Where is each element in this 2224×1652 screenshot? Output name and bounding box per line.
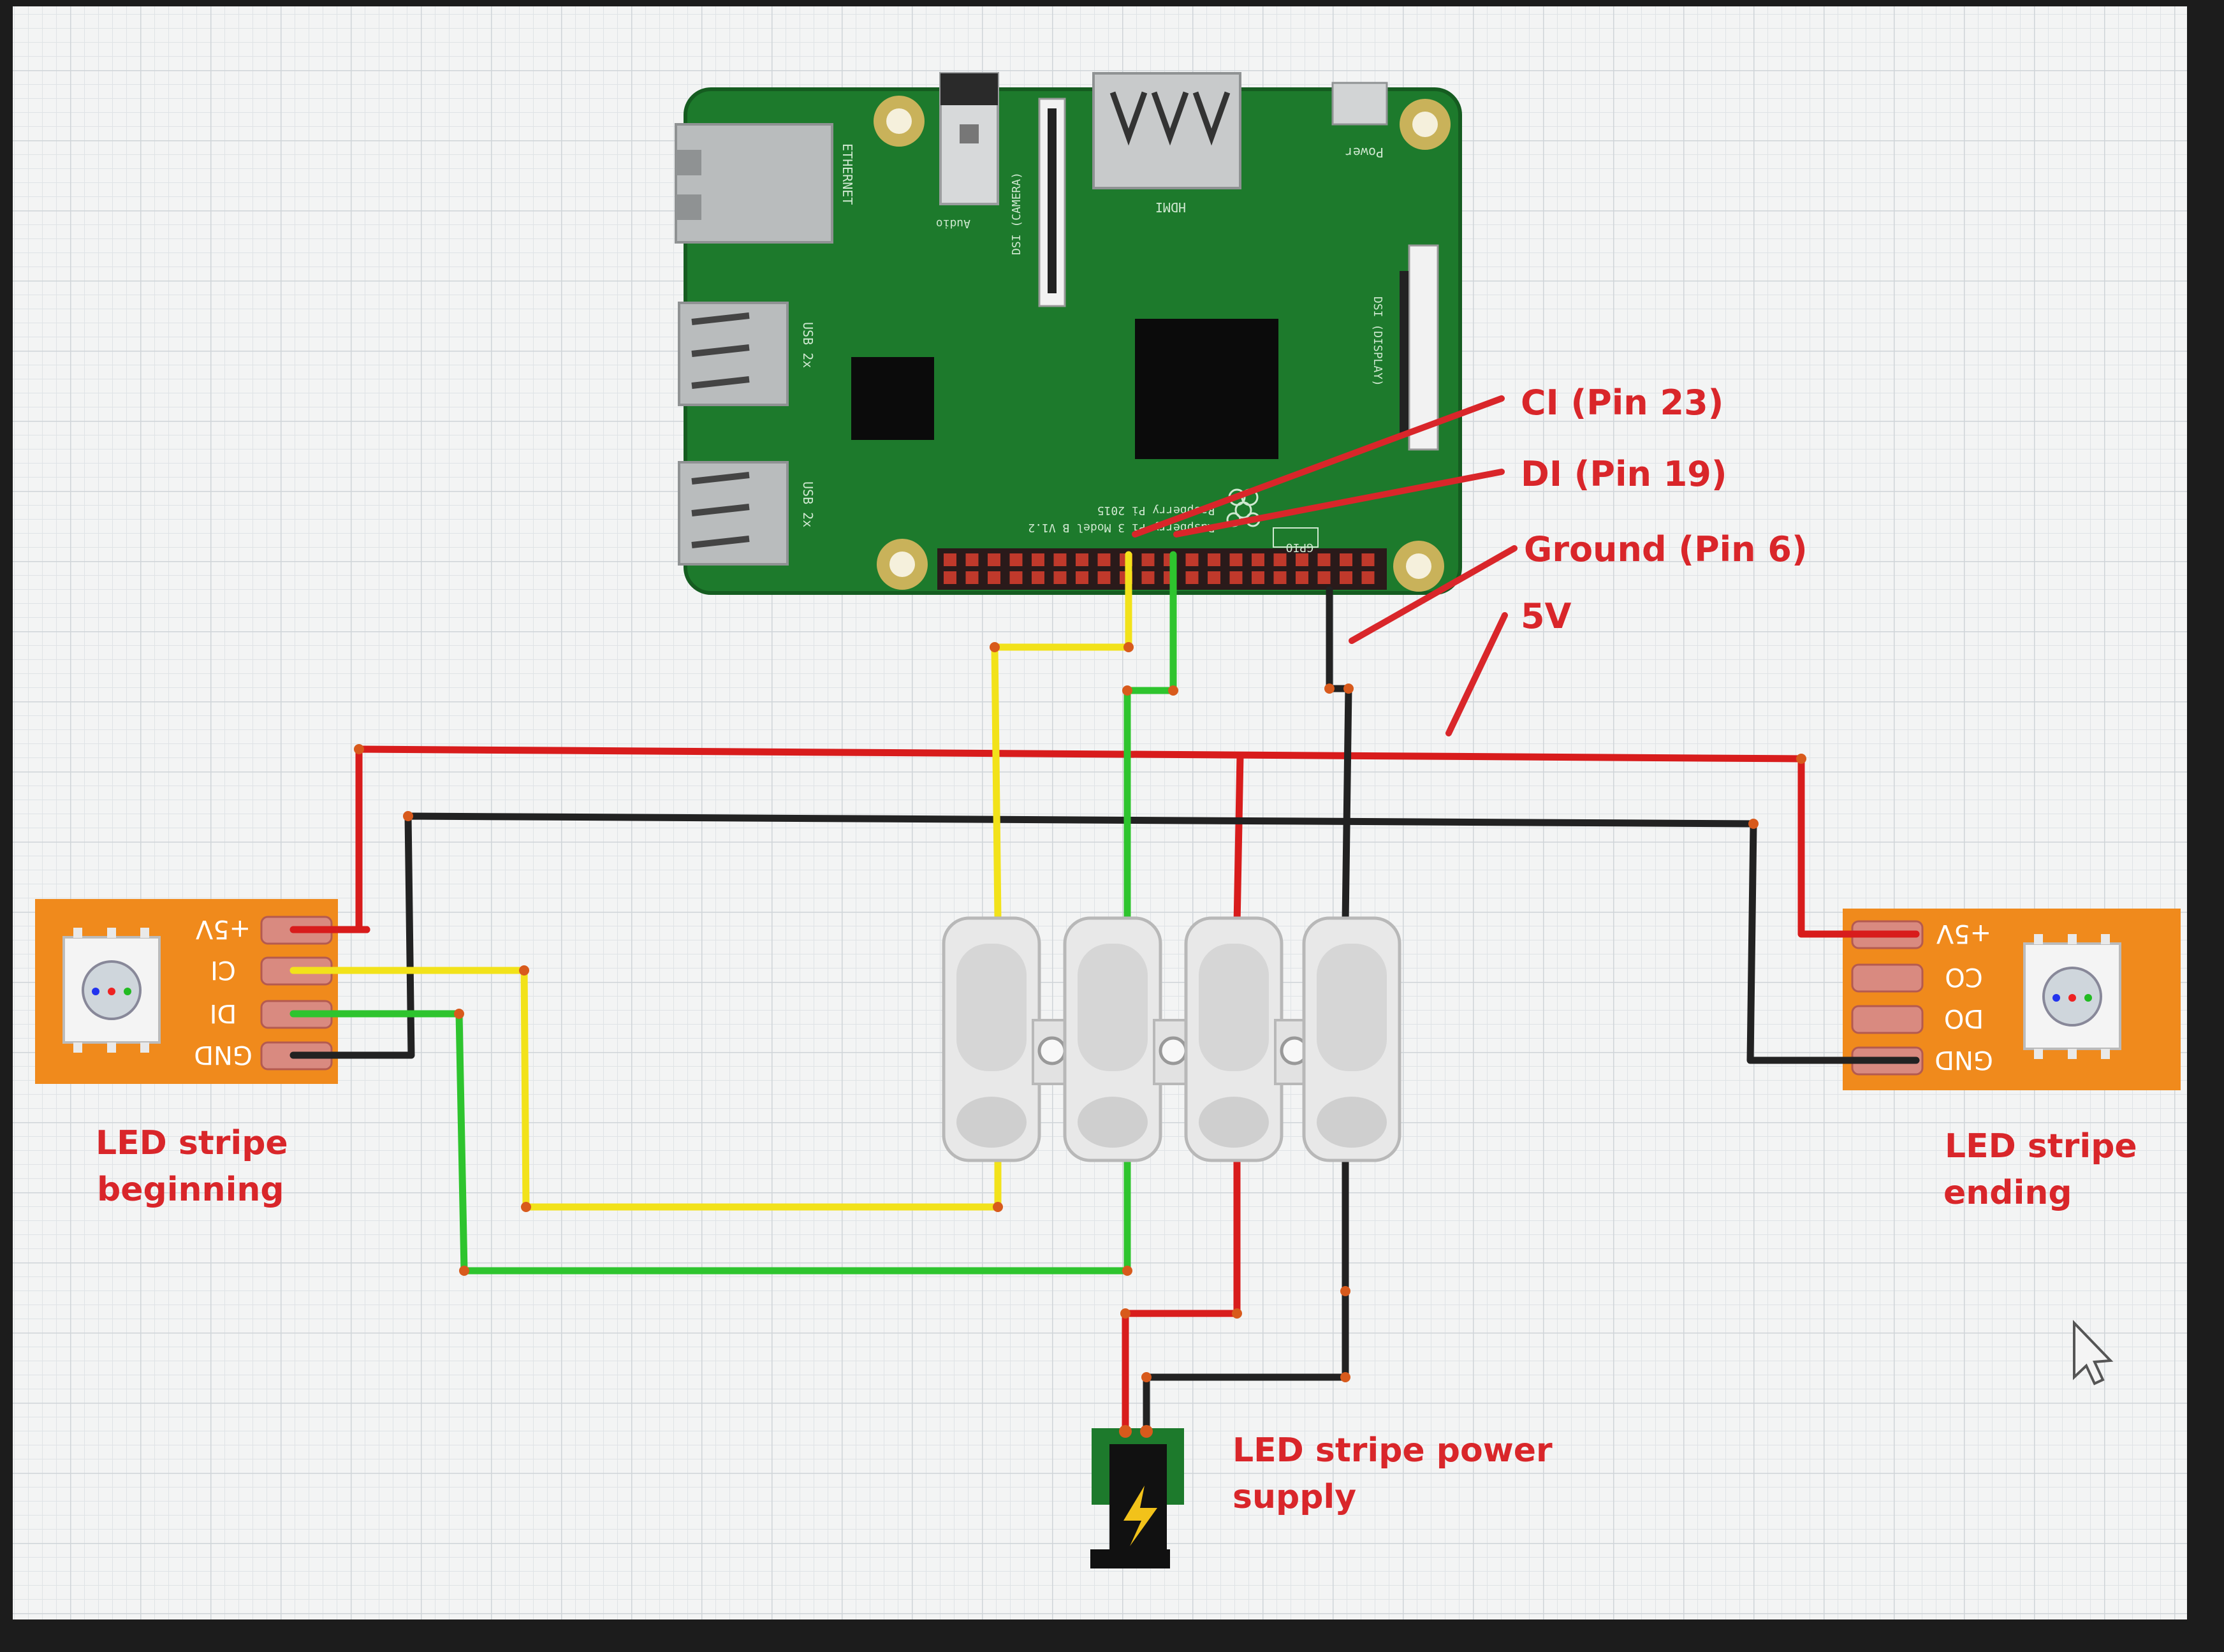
gpio-pin	[1340, 571, 1352, 584]
gpio-pin	[965, 553, 979, 566]
gpio-pin	[1208, 571, 1220, 584]
hdmi-port	[1092, 72, 1241, 189]
terminal-clamp	[1184, 916, 1284, 1162]
gpio-pin	[1076, 553, 1088, 566]
silk-audio: Audio	[936, 217, 970, 230]
label-5v: 5V	[1521, 596, 1572, 636]
terminal-block	[942, 916, 1401, 1162]
wire-ci-from-pi	[991, 551, 1132, 922]
gpio-pin	[1361, 571, 1375, 584]
gpio-pin	[1141, 553, 1155, 566]
pointer-di	[1173, 469, 1505, 537]
gpio-pin	[988, 553, 1000, 566]
label-psu-1: LED stripe power	[1233, 1431, 1553, 1470]
label-ground-pin: Ground (Pin 6)	[1524, 529, 1808, 569]
silk-usb1: USB 2x	[800, 322, 816, 368]
gpio-pin	[1097, 553, 1111, 566]
gpio-pin	[1009, 553, 1023, 566]
gpio-pin	[1185, 571, 1199, 584]
annotation-lines	[1132, 395, 1518, 736]
gpio-pin	[1076, 571, 1088, 584]
label-strip-end-1: LED stripe	[1945, 1127, 2137, 1166]
labels: CI (Pin 23) DI (Pin 19) Ground (Pin 6) 5…	[96, 383, 2137, 1516]
gpio-pin	[1053, 553, 1067, 566]
terminal-link	[1274, 1019, 1315, 1085]
pointer-ground	[1349, 545, 1518, 644]
gpio-pin	[1141, 571, 1155, 584]
strip-pad-label: CI	[210, 955, 236, 984]
gpio-pin	[1009, 571, 1023, 584]
gpio-pin	[1296, 553, 1308, 566]
gpio-pin	[1208, 553, 1220, 566]
strip-pad-label: DI	[210, 998, 237, 1028]
wire-5v-to-connector	[1233, 752, 1244, 928]
gpio-pin	[1032, 553, 1044, 566]
strip-pad-label: +5V	[1936, 919, 1991, 948]
power-jack	[1090, 1425, 1184, 1568]
gpio-pin	[1053, 571, 1067, 584]
ethernet-port	[675, 123, 833, 244]
silk-power: Power	[1345, 145, 1384, 160]
wire-psu-black	[1143, 1153, 1349, 1435]
gpio-pin	[1317, 553, 1331, 566]
gpio-pin	[1229, 571, 1243, 584]
gpio-pin	[1252, 571, 1264, 584]
lightning-bolt-icon	[1123, 1486, 1157, 1546]
wire-gnd-from-pi	[1326, 586, 1352, 925]
label-strip-end-2: ending	[1943, 1174, 2072, 1212]
wire-psu-red	[1122, 1153, 1241, 1435]
audio-jack	[939, 72, 999, 205]
terminal-clamp	[1302, 916, 1401, 1162]
gpio-pin	[1296, 571, 1308, 584]
gpio-pin	[1252, 553, 1264, 566]
wire-di-from-pi	[1123, 551, 1177, 922]
gpio-pin	[1273, 553, 1287, 566]
gpio-pin	[1317, 571, 1331, 584]
gpio-pin	[965, 571, 979, 584]
usb-port-2	[678, 461, 789, 566]
strip-pad	[1851, 963, 1924, 993]
silk-ethernet: ETHERNET	[840, 143, 855, 205]
gpio-pin	[944, 553, 956, 566]
gpio-header	[937, 548, 1387, 590]
silk-camera: DSI (CAMERA)	[1010, 172, 1023, 255]
gpio-pin	[1032, 571, 1044, 584]
gpio-pin	[1097, 571, 1111, 584]
gpio-pin	[1273, 571, 1287, 584]
gpio-pin	[1340, 553, 1352, 566]
silk-display: DSI (DISPLAY)	[1371, 296, 1384, 386]
wire-gnd-bus	[293, 812, 1882, 1064]
pointer-5v	[1445, 612, 1508, 736]
label-strip-begin-2: beginning	[97, 1171, 284, 1209]
strip-pad	[1851, 1005, 1924, 1034]
gpio-pin	[1229, 553, 1243, 566]
ethernet-chip	[851, 357, 934, 440]
display-connector	[1408, 244, 1439, 451]
terminal-clamp	[942, 916, 1041, 1162]
strip-pad-label: CO	[1945, 962, 1982, 991]
label-strip-begin-1: LED stripe	[96, 1124, 288, 1162]
silk-hdmi: HDMI	[1155, 200, 1186, 215]
label-ci-pin: CI (Pin 23)	[1521, 383, 1723, 423]
usb-port-1	[678, 302, 789, 406]
soc-chip	[1135, 319, 1278, 459]
led-strip-beginning: +5V CI DI GND	[35, 899, 338, 1084]
gpio-pin	[1185, 553, 1199, 566]
strip-pad-label: DO	[1944, 1004, 1984, 1033]
raspberry-pi-board: ETHERNET Audio DSI (CAMERA) HDMI Power D…	[675, 72, 1462, 595]
strip-pad-label: GND	[194, 1040, 252, 1069]
mouse-pointer-icon	[2073, 1320, 2114, 1385]
label-psu-2: supply	[1233, 1478, 1356, 1516]
pointer-ci	[1132, 395, 1505, 537]
strip-pad-label: GND	[1935, 1045, 1993, 1074]
label-di-pin: DI (Pin 19)	[1521, 454, 1727, 494]
gpio-pin	[988, 571, 1000, 584]
strip-pad-label: +5V	[195, 914, 251, 944]
silk-usb2: USB 2x	[800, 481, 816, 527]
power-port	[1331, 82, 1388, 126]
gpio-pin	[944, 571, 956, 584]
terminal-clamp	[1063, 916, 1162, 1162]
gpio-pin	[1361, 553, 1375, 566]
